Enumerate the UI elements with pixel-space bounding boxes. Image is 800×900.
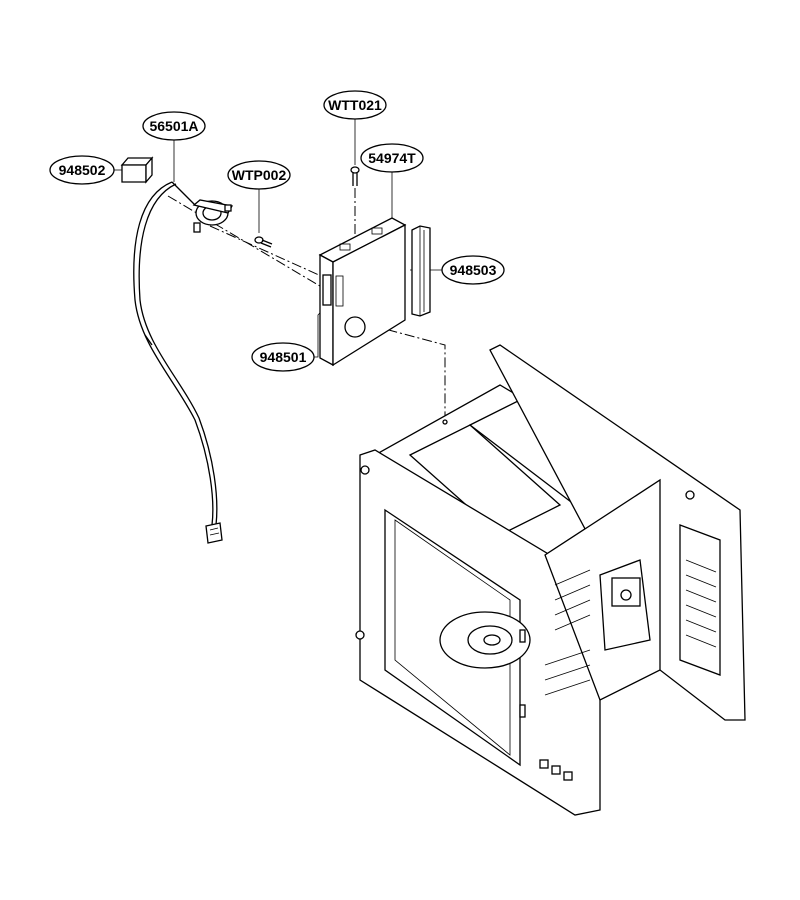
- callout-948503[interactable]: 948503: [441, 255, 505, 285]
- callout-WTT021[interactable]: WTT021: [323, 90, 387, 120]
- thermostat-harness-56501A: [133, 181, 234, 544]
- callout-WTP002[interactable]: WTP002: [227, 160, 291, 190]
- callout-948501-text: 948501: [260, 349, 307, 365]
- oven-cavity: [355, 344, 746, 816]
- callout-WTP002-text: WTP002: [232, 167, 287, 183]
- callout-54974T-text: 54974T: [368, 150, 416, 166]
- callout-56501A-text: 56501A: [149, 118, 198, 134]
- callout-948503-text: 948503: [450, 262, 497, 278]
- connector-cap-948502: [120, 156, 154, 184]
- callout-WTT021-text: WTT021: [328, 97, 382, 113]
- callout-948502-text: 948502: [59, 162, 106, 178]
- callout-948501[interactable]: 948501: [251, 342, 315, 372]
- leader-lines: [114, 119, 442, 358]
- screw-WTP002: [254, 236, 273, 248]
- callout-54974T[interactable]: 54974T: [360, 143, 424, 173]
- insulator-strip-948503: [411, 225, 431, 317]
- callout-948502[interactable]: 948502: [49, 155, 115, 185]
- screw-WTT021: [350, 166, 360, 186]
- bracket-54974T: [318, 217, 407, 367]
- alignment-lines: [167, 188, 446, 425]
- callout-56501A[interactable]: 56501A: [142, 111, 206, 141]
